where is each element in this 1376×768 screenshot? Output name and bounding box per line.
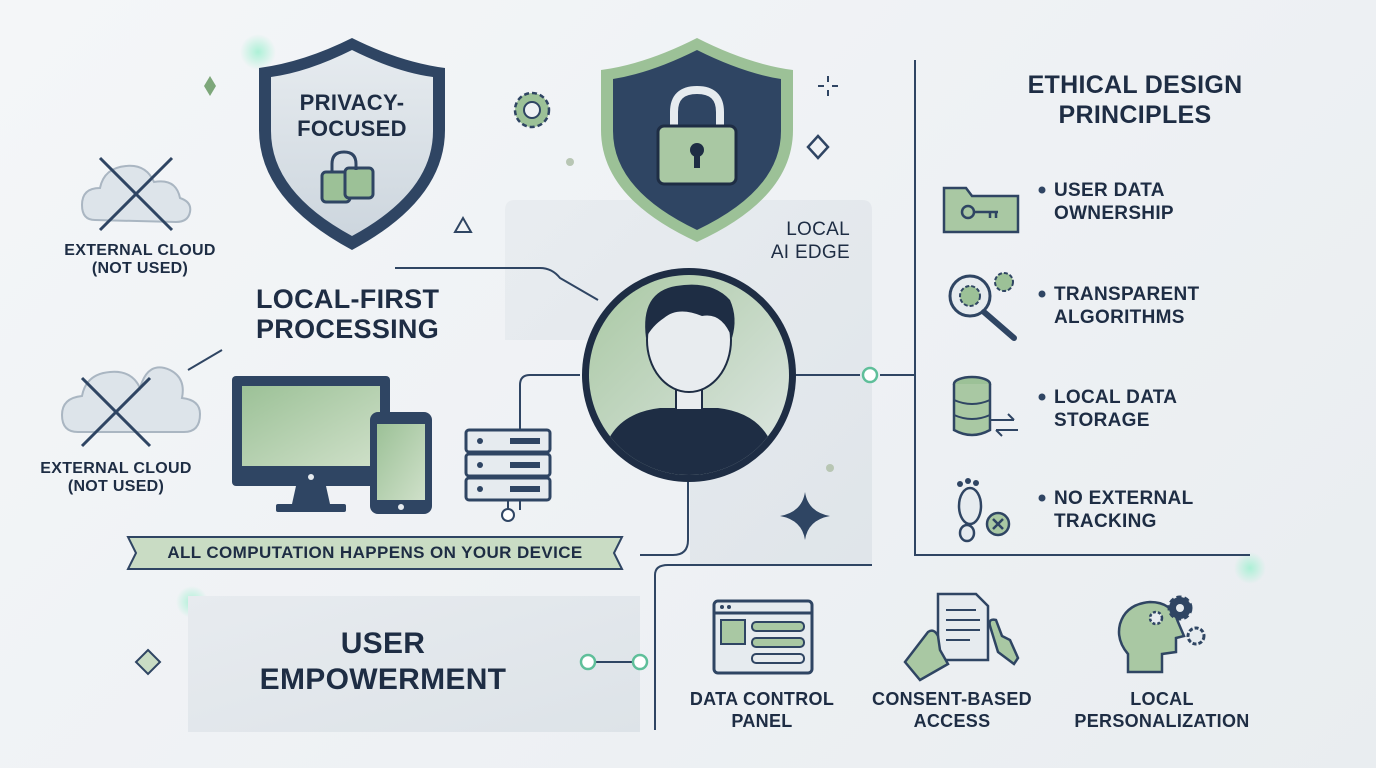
ethics-item: TRANSPARENT ALGORITHMS [1054,283,1199,329]
cloud-top-label: EXTERNAL CLOUD (NOT USED) [40,242,240,278]
smartphone-icon [370,412,432,514]
ethics-item-line2: ALGORITHMS [1054,307,1185,328]
empowerment-heading: USER EMPOWERMENT [188,626,578,698]
cloud-top-label-line2: (NOT USED) [91,259,189,277]
glow-dot [240,34,276,70]
feature-label-line1: DATA CONTROL [689,689,835,709]
sparkle-icon [818,76,838,96]
server-icon [464,428,552,502]
user-avatar-icon [582,268,796,482]
ethics-item-line1: NO EXTERNAL [1054,488,1194,509]
cloud-bottom-label-line1: EXTERNAL CLOUD [40,460,192,477]
ethics-item-line2: OWNERSHIP [1054,203,1174,224]
blocked-cross-icon [98,156,174,232]
ethics-item: LOCAL DATA STORAGE [1054,386,1177,432]
local-ai-line1: LOCAL [786,219,850,240]
diamond-icon [806,134,830,160]
blocked-cross-icon [80,376,152,448]
diamond-icon [134,648,162,676]
shield-label-line2: FOCUSED [297,116,407,141]
feature-label-line2: PANEL [731,711,793,731]
cloud-top-label-line1: EXTERNAL CLOUD [64,242,216,259]
connector-node [501,508,515,522]
cloud-icon-bottom [60,366,202,433]
feature-label-line2: PERSONALIZATION [1074,711,1250,731]
local-ai-heading: LOCAL AI EDGE [760,218,850,264]
ethics-item-line1: USER DATA [1054,180,1165,201]
lock-shield-icon [601,38,793,242]
sparkle-icon [204,76,216,96]
feature-label: CONSENT-BASED ACCESS [862,688,1042,732]
feature-label: DATA CONTROL PANEL [672,688,852,732]
ethics-title-line2: PRINCIPLES [1058,101,1212,129]
desktop-monitor-icon [232,376,390,512]
triangle-icon [453,215,473,233]
connector-lines [187,60,1250,730]
cloud-bottom-label: EXTERNAL CLOUD (NOT USED) [16,460,216,496]
consent-document-icon [903,592,1020,682]
connector-node [579,653,597,671]
dot-icon [826,464,834,472]
empowerment-panel [188,596,640,732]
ethics-item-line1: TRANSPARENT [1054,284,1200,305]
connector-node [861,366,879,384]
glow-dot [1234,552,1266,584]
shield-label: PRIVACY- FOCUSED [271,90,433,142]
ethics-title: ETHICAL DESIGN PRINCIPLES [1000,70,1270,130]
local-first-line1: LOCAL-FIRST [256,284,440,314]
cloud-bottom-label-line2: (NOT USED) [67,477,165,495]
magnifier-gear-icon [948,272,1017,341]
gear-icon [513,91,551,129]
connector-node [631,653,649,671]
ethics-title-line1: ETHICAL DESIGN [1027,71,1243,99]
folder-key-icon [942,186,1020,234]
empowerment-line2: EMPOWERMENT [259,663,507,696]
banner-ribbon [126,536,624,570]
empowerment-line1: USER [340,627,426,660]
shield-label-line1: PRIVACY- [299,90,405,115]
banner-text: ALL COMPUTATION HAPPENS ON YOUR DEVICE [167,543,583,562]
ethics-item: USER DATA OWNERSHIP [1054,179,1174,225]
footprint-blocked-icon [957,478,1011,543]
dot-icon [566,158,574,166]
ethics-item: NO EXTERNAL TRACKING [1054,487,1193,533]
local-first-line2: PROCESSING [256,314,440,345]
head-gears-icon [1117,595,1206,674]
feature-label-line1: LOCAL [1130,689,1194,709]
feature-label: LOCAL PERSONALIZATION [1062,688,1262,732]
sparkle-icon [780,492,830,540]
feature-label-line1: CONSENT-BASED [872,689,1032,709]
control-panel-icon [712,599,814,675]
ethics-item-line2: TRACKING [1054,511,1157,532]
ethics-item-line2: STORAGE [1054,410,1150,431]
local-ai-line2: AI EDGE [770,242,850,263]
local-ai-panel [505,200,872,565]
local-first-heading: LOCAL-FIRST PROCESSING [256,284,439,344]
privacy-shield-icon [259,38,445,250]
ethics-item-line1: LOCAL DATA [1054,387,1178,408]
database-sync-icon [952,375,1018,437]
bullet-dots [1038,186,1046,502]
feature-label-line2: ACCESS [913,711,991,731]
